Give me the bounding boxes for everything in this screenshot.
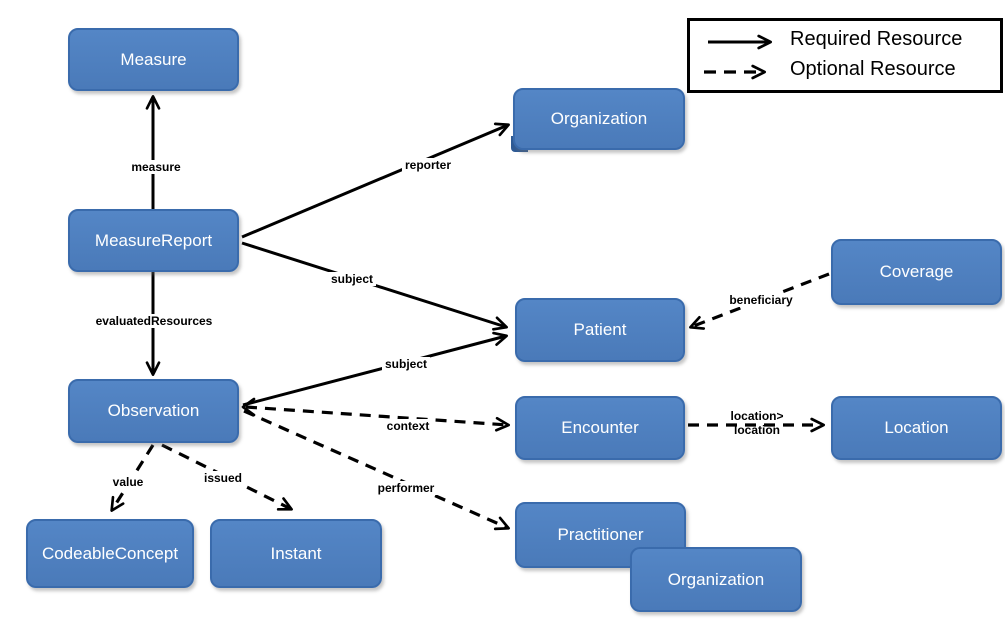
node-label: MeasureReport — [94, 230, 213, 250]
edge-subject-observation-line — [242, 331, 508, 407]
edge-label-evaluated-resources: evaluatedResources — [92, 314, 216, 328]
edge-label-measure: measure — [128, 160, 184, 174]
edge-label-location: location> location — [730, 409, 784, 437]
edge-label-beneficiary: beneficiary — [726, 293, 796, 307]
node-label: Observation — [107, 401, 200, 420]
edge-label-subject-observation: subject — [381, 357, 431, 371]
edge-label-context: context — [383, 419, 433, 433]
node-encounter: Encounter — [515, 396, 685, 460]
edge-reporter-line — [241, 122, 510, 239]
node-coverage: Coverage — [831, 239, 1002, 305]
legend-label-optional: Optional Resource — [790, 58, 956, 80]
node-measure: Measure — [68, 28, 239, 91]
node-label: Organization — [667, 569, 765, 589]
edge-label-value: value — [109, 475, 147, 489]
node-label: Measure — [120, 49, 187, 69]
edge-label-performer: performer — [374, 481, 438, 495]
node-codeable-concept: CodeableConcept — [26, 519, 194, 588]
node-observation: Observation — [68, 379, 239, 443]
edge-context-line — [245, 405, 510, 432]
edge-performer-line — [243, 409, 510, 531]
node-label: Encounter — [561, 418, 639, 437]
node-label: Patient — [573, 320, 627, 339]
node-measure-report: MeasureReport — [68, 209, 239, 272]
node-label: Practitioner — [557, 525, 644, 544]
edge-issued-line — [161, 443, 293, 511]
edge-label-reporter: reporter — [401, 158, 455, 172]
legend-arrows-layer — [704, 34, 772, 80]
node-organization-top: Organization — [513, 88, 685, 150]
node-label: CodeableConcept — [41, 543, 179, 563]
edge-beneficiary-line — [689, 272, 830, 330]
node-label: Coverage — [879, 262, 954, 281]
node-label: Organization — [550, 109, 648, 128]
edge-label-issued: issued — [200, 471, 246, 485]
node-organization-bottom: Organization — [630, 547, 802, 612]
legend-box: Required Resource Optional Resource — [687, 18, 1003, 93]
node-label: Instant — [270, 543, 322, 563]
edge-label-subject-measurereport: subject — [327, 272, 377, 286]
node-location: Location — [831, 396, 1002, 460]
node-label: Location — [884, 418, 949, 437]
node-instant: Instant — [210, 519, 382, 588]
node-patient: Patient — [515, 298, 685, 362]
legend-label-required: Required Resource — [790, 28, 963, 50]
node-practitioner: Practitioner — [515, 502, 686, 568]
